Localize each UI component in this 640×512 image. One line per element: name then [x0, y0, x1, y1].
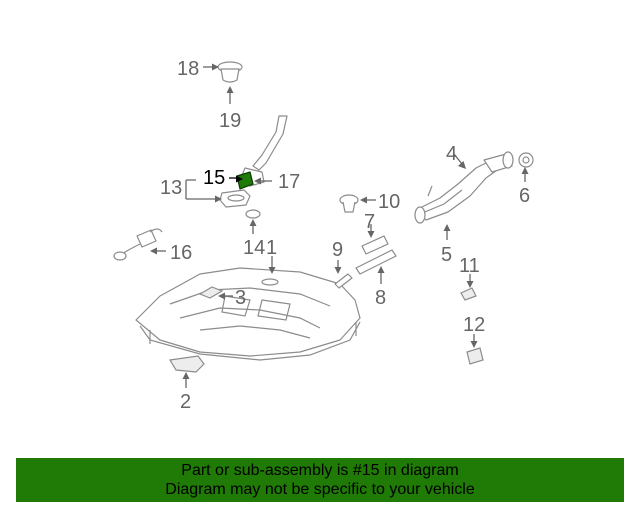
part-2-skid [169, 355, 205, 373]
part-14-gasket [245, 209, 261, 219]
part-11-clip [460, 287, 477, 301]
callout-1: 1 [266, 237, 277, 259]
part-7-hose [361, 235, 389, 255]
banner-line-1: Part or sub-assembly is #15 in diagram [181, 462, 459, 479]
callout-9: 9 [332, 239, 343, 261]
part-4-filler-pipe [483, 151, 514, 173]
part-13-sending-unit [219, 189, 251, 208]
part-10-valve [339, 194, 359, 213]
callout-7: 7 [364, 211, 375, 233]
callout-15: 15 [203, 167, 225, 189]
callout-8: 8 [375, 287, 386, 309]
callout-14: 14 [243, 237, 265, 259]
callout-4: 4 [446, 143, 457, 165]
part-12-bracket [466, 347, 484, 365]
callout-17: 17 [278, 171, 300, 193]
part-5-filler-neck [414, 159, 501, 224]
part-1-fuel-tank [135, 267, 361, 361]
callout-18: 18 [177, 58, 199, 80]
part-18-pump-cap [217, 61, 243, 83]
callout-10: 10 [378, 191, 400, 213]
callout-2: 2 [180, 391, 191, 413]
part-9-clip [334, 273, 353, 289]
callout-3: 3 [235, 287, 246, 309]
callout-16: 16 [170, 242, 192, 264]
info-banner: Part or sub-assembly is #15 in diagram D… [16, 458, 624, 502]
callout-6: 6 [519, 185, 530, 207]
callout-5: 5 [441, 244, 452, 266]
callout-13: 13 [160, 177, 182, 199]
part-16-sensor [113, 228, 163, 261]
banner-line-2: Diagram may not be specific to your vehi… [165, 481, 475, 498]
part-3-bracket [198, 286, 224, 299]
part-8-hose [355, 249, 397, 275]
callout-12: 12 [463, 314, 485, 336]
part-15-highlighted [236, 171, 254, 190]
callout-11: 11 [459, 255, 480, 277]
part-6-fuel-cap [518, 152, 534, 168]
callout-19: 19 [219, 110, 241, 132]
